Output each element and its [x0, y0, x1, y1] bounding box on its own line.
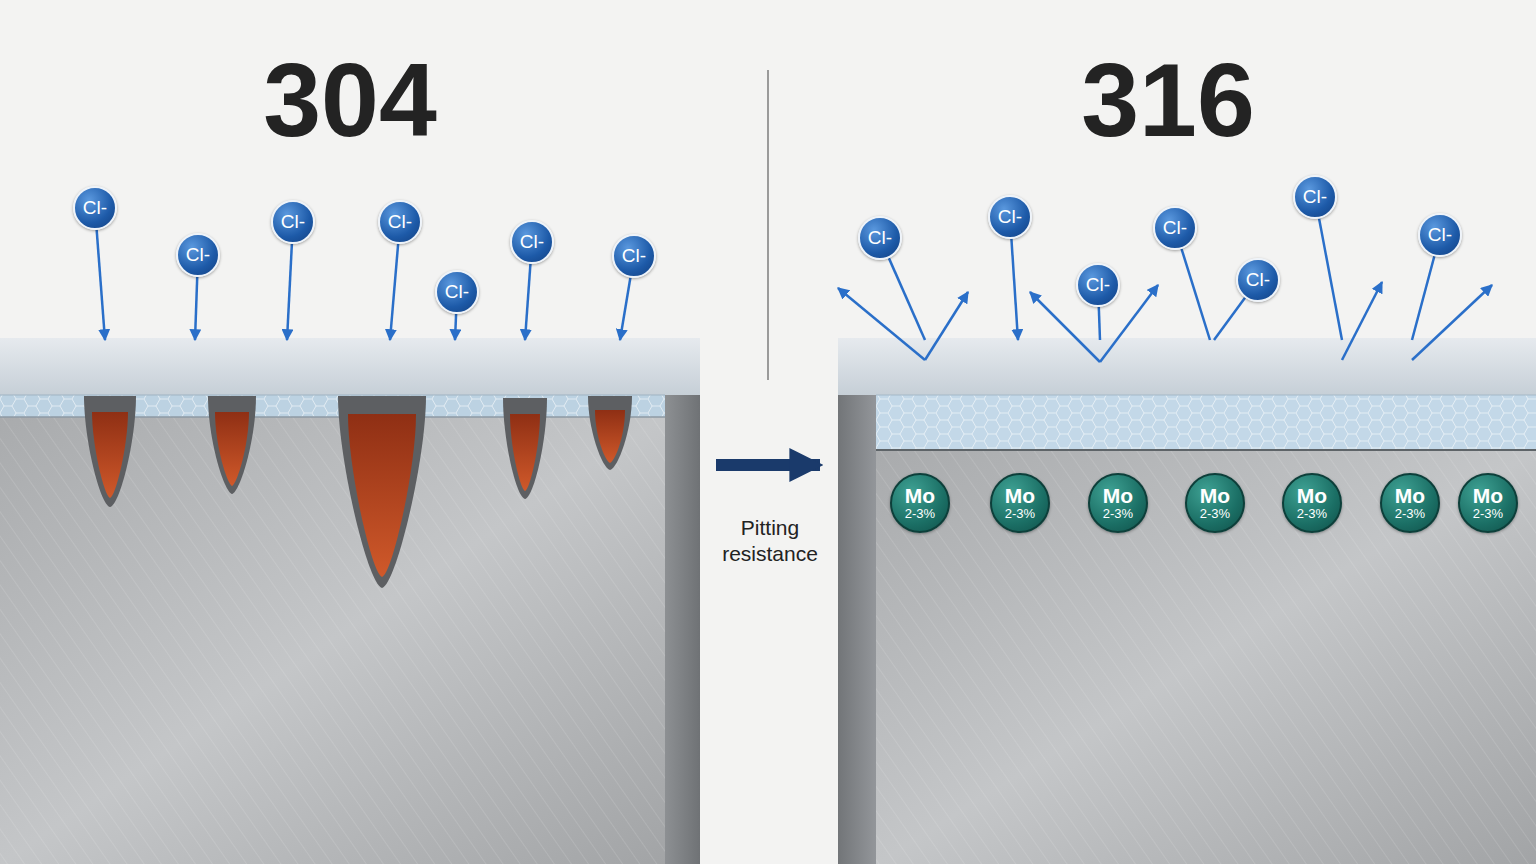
arrow-label: Pitting resistance: [710, 515, 830, 567]
molybdenum-circle: Mo2-3%: [1282, 473, 1342, 533]
chloride-ion: Cl-: [612, 234, 656, 278]
ion-label: Cl-: [83, 197, 107, 219]
chloride-ion: Cl-: [271, 200, 315, 244]
ion-label: Cl-: [1246, 269, 1270, 291]
ion-label: Cl-: [186, 244, 210, 266]
steel-block-304: [0, 338, 700, 864]
element-symbol: Mo: [1103, 485, 1133, 507]
ion-label: Cl-: [445, 281, 469, 303]
ion-label: Cl-: [998, 206, 1022, 228]
chloride-ion: Cl-: [435, 270, 479, 314]
ion-arrow: [97, 230, 105, 340]
steel-panel: 304: [0, 340, 700, 864]
element-symbol: Mo: [1005, 485, 1035, 507]
molybdenum-circle: Mo2-3%: [1185, 473, 1245, 533]
percentage-text: 2-3%: [1103, 507, 1133, 521]
ion-label: Cl-: [868, 227, 892, 249]
ion-label: Cl-: [622, 245, 646, 267]
ion-arrow: [287, 244, 292, 340]
percentage-text: 2-3%: [1297, 507, 1327, 521]
ion-arrow: [620, 278, 630, 340]
ion-label: Cl-: [281, 211, 305, 233]
steel-panel: 316Mo2-3%Mo2-3%Mo2-3%Mo2-3%Mo2-3%Mo2-3%M…: [838, 340, 1536, 864]
chloride-ion: Cl-: [1293, 175, 1337, 219]
element-symbol: Mo: [905, 485, 935, 507]
chloride-ion: Cl-: [378, 200, 422, 244]
ion-arrow: [889, 258, 925, 340]
chloride-ion: Cl-: [1153, 206, 1197, 250]
molybdenum-circle: Mo2-3%: [1088, 473, 1148, 533]
ion-arrow: [1182, 249, 1210, 340]
chloride-ion: Cl-: [1418, 213, 1462, 257]
ion-arrow: [1214, 298, 1245, 340]
grade-heading: 316: [838, 45, 1498, 155]
molybdenum-circle: Mo2-3%: [1380, 473, 1440, 533]
element-symbol: Mo: [1473, 485, 1503, 507]
chloride-ion: Cl-: [1236, 258, 1280, 302]
ion-label: Cl-: [1086, 274, 1110, 296]
chloride-ion: Cl-: [988, 195, 1032, 239]
molybdenum-circle: Mo2-3%: [990, 473, 1050, 533]
percentage-text: 2-3%: [1200, 507, 1230, 521]
process-arrow: [716, 459, 820, 471]
ion-arrow: [455, 314, 456, 340]
element-symbol: Mo: [1297, 485, 1327, 507]
percentage-text: 2-3%: [1395, 507, 1425, 521]
chloride-ion: Cl-: [73, 186, 117, 230]
element-symbol: Mo: [1395, 485, 1425, 507]
ion-arrow: [195, 277, 197, 340]
chloride-ion: Cl-: [510, 220, 554, 264]
ion-arrow: [1319, 219, 1342, 340]
ion-label: Cl-: [388, 211, 412, 233]
ion-arrow: [390, 244, 398, 340]
molybdenum-circle: Mo2-3%: [1458, 473, 1518, 533]
percentage-text: 2-3%: [1473, 507, 1503, 521]
chloride-ion: Cl-: [1076, 263, 1120, 307]
ion-arrow: [1011, 239, 1018, 340]
reflected-ion-arrows: [838, 282, 1492, 362]
ion-arrow: [525, 264, 530, 340]
ion-arrow: [1099, 307, 1100, 340]
ion-label: Cl-: [1303, 186, 1327, 208]
chloride-ion: Cl-: [858, 216, 902, 260]
percentage-text: 2-3%: [905, 507, 935, 521]
ion-arrow: [1412, 256, 1434, 340]
molybdenum-circle: Mo2-3%: [890, 473, 950, 533]
ion-label: Cl-: [1428, 224, 1452, 246]
grade-heading: 304: [0, 45, 700, 155]
corrosion-pits: [84, 396, 632, 588]
element-symbol: Mo: [1200, 485, 1230, 507]
divider-line: [767, 70, 769, 380]
chloride-ion: Cl-: [176, 233, 220, 277]
ion-label: Cl-: [1163, 217, 1187, 239]
ion-label: Cl-: [520, 231, 544, 253]
percentage-text: 2-3%: [1005, 507, 1035, 521]
steel-block-316: [838, 338, 1536, 864]
